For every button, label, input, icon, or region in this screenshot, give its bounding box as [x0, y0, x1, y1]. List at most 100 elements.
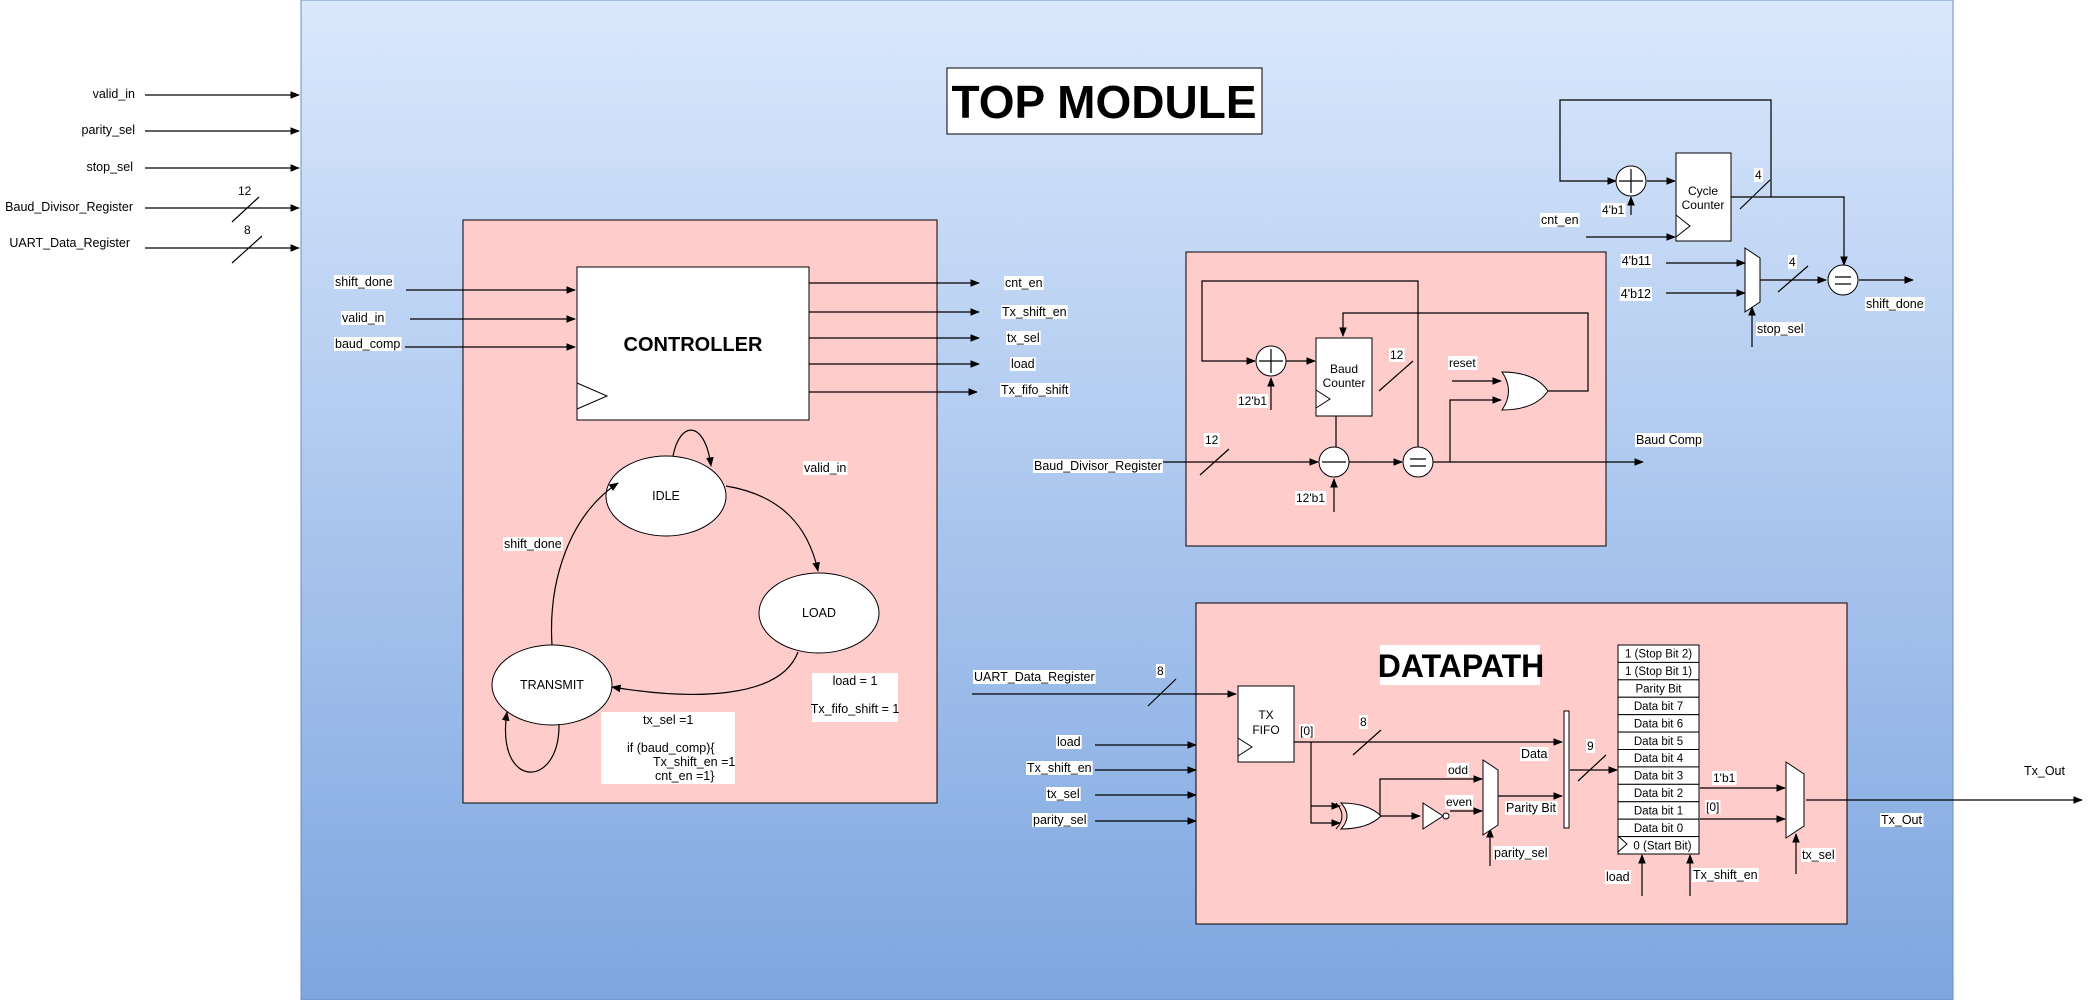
shift-register-bit-label: Parity Bit	[1635, 684, 1682, 696]
baud-counter-label-2: Counter	[1323, 376, 1366, 390]
controller-clock-icon	[576, 382, 609, 410]
label-background	[1540, 213, 1580, 227]
parity-xor-gate	[1339, 802, 1382, 830]
label-background	[80, 123, 136, 137]
controller-input-baud-comp: baud_comp	[335, 337, 400, 351]
cycle-mux-input-2: 4'b12	[1621, 287, 1651, 301]
state-load	[758, 572, 880, 654]
baud-counter-label-1: Baud	[1330, 362, 1358, 376]
transition-label-valid-in: valid_in	[804, 461, 846, 475]
datapath-input-uart-data: UART_Data_Register	[974, 670, 1095, 684]
label-background	[2023, 764, 2067, 778]
label-background	[1032, 813, 1088, 827]
load-action-line-2: Tx_fifo_shift = 1	[811, 702, 900, 716]
bus-width-nine: 9	[1587, 739, 1594, 753]
datapath-title: DATAPATH	[1378, 645, 1544, 685]
controller-input-shift-done: shift_done	[335, 275, 393, 289]
parity-mux	[1482, 759, 1499, 836]
fsm-transitions	[501, 429, 820, 773]
controller-output-tx-fifo-shift: Tx_fifo_shift	[1001, 383, 1069, 397]
label-background	[91, 87, 137, 101]
label-background	[4, 200, 134, 214]
label-background	[1056, 735, 1082, 749]
shift-register-bit-label: Data bit 1	[1634, 805, 1683, 817]
controller-input-valid-in: valid_in	[342, 311, 384, 325]
label-background	[803, 461, 848, 475]
label-background	[1447, 763, 1470, 777]
label-background	[1865, 297, 1925, 311]
cycle-counter-label-2: Counter	[1682, 198, 1725, 212]
concat-bar	[1563, 710, 1570, 829]
baud-input-width: 12	[1205, 433, 1219, 447]
input-label-valid-in: valid_in	[93, 87, 135, 101]
label-background	[1004, 276, 1044, 290]
label-background	[1448, 356, 1478, 370]
input-label-uart-data: UART_Data_Register	[9, 236, 130, 250]
shift-register-bit-label: 0 (Start Bit)	[1633, 840, 1691, 852]
shift-register-bit-label: Data bit 4	[1634, 753, 1684, 765]
shift-register-bit-label: Data bit 6	[1634, 718, 1683, 730]
input-label-parity-sel: parity_sel	[82, 123, 136, 137]
shift-register-cell	[1617, 836, 1700, 855]
baud-comparator-icon	[1402, 446, 1434, 478]
cycle-output-shift-done: shift_done	[1866, 297, 1924, 311]
cycle-counter-wires	[1559, 99, 1914, 347]
tx-out-mux	[1785, 761, 1805, 839]
label-background	[1635, 433, 1704, 447]
cycle-counter-box	[1675, 152, 1732, 242]
datapath-input-load: load	[1057, 735, 1081, 749]
label-background	[1788, 255, 1797, 269]
shift-done-comparator-icon	[1827, 264, 1859, 296]
cycle-enable-label: cnt_en	[1541, 213, 1579, 227]
state-idle-label: IDLE	[652, 489, 680, 503]
label-background	[1756, 322, 1805, 336]
label-background	[1010, 357, 1036, 371]
baud-reset-label: reset	[1449, 356, 1476, 370]
datapath-output-tx-out: Tx_Out	[2024, 764, 2066, 778]
shift-register-bit-label: 1 (Stop Bit 1)	[1625, 666, 1692, 678]
baud-counter-box	[1315, 337, 1373, 417]
label-background	[503, 537, 563, 551]
tx-fifo-box	[1237, 685, 1295, 763]
label-background	[1006, 331, 1041, 345]
cycle-mux-input-1: 4'b11	[1622, 254, 1651, 268]
transmit-action-line-3: Tx_shift_en =1	[653, 755, 735, 769]
label-background	[1389, 348, 1405, 362]
shift-register: 1 (Stop Bit 2)1 (Stop Bit 1)Parity BitDa…	[1617, 644, 1700, 855]
label-background	[85, 160, 134, 174]
label-background	[1801, 848, 1836, 862]
transmit-action-line-1: tx_sel =1	[643, 713, 693, 727]
parity-select-label: parity_sel	[1494, 846, 1548, 860]
transmit-actions-box: tx_sel =1 if (baud_comp){ Tx_shift_en =1…	[601, 712, 735, 784]
load-action-line-1: load = 1	[833, 674, 878, 688]
state-load-label: LOAD	[802, 606, 836, 620]
label-background	[1520, 747, 1549, 761]
parity-input-odd: odd	[1448, 763, 1468, 777]
baud-counter-width: 12	[1390, 348, 1404, 362]
label-background	[1000, 383, 1070, 397]
cycle-counter-label-1: Cycle	[1688, 184, 1718, 198]
stop-sel-mux	[1744, 247, 1761, 313]
controller-output-tx-sel: tx_sel	[1007, 331, 1040, 345]
label-background	[1493, 846, 1549, 860]
top-module-title: TOP MODULE	[946, 67, 1263, 135]
top-module-title-text: TOP MODULE	[952, 76, 1257, 128]
label-background	[1295, 491, 1327, 505]
label-background	[1880, 813, 1924, 827]
label-background	[1712, 771, 1737, 785]
shift-register-bit-label: Data bit 2	[1634, 788, 1683, 800]
top-inputs	[145, 91, 300, 264]
cycle-counter-width: 4	[1755, 168, 1762, 182]
label-background	[1445, 795, 1474, 809]
datapath-title-text: DATAPATH	[1378, 648, 1544, 684]
parity-bit-label: Parity Bit	[1506, 801, 1557, 815]
parity-inverter	[1422, 802, 1444, 830]
label-background	[1619, 287, 1653, 301]
transition-label-shift-done: shift_done	[504, 537, 562, 551]
datapath-input-tx-sel: tx_sel	[1047, 787, 1080, 801]
cycle-mux-width: 4	[1789, 255, 1796, 269]
shift-control-load: load	[1606, 870, 1630, 884]
mux-select-tx-sel: tx_sel	[1802, 848, 1835, 862]
transmit-action-line-2: if (baud_comp){	[627, 741, 715, 755]
